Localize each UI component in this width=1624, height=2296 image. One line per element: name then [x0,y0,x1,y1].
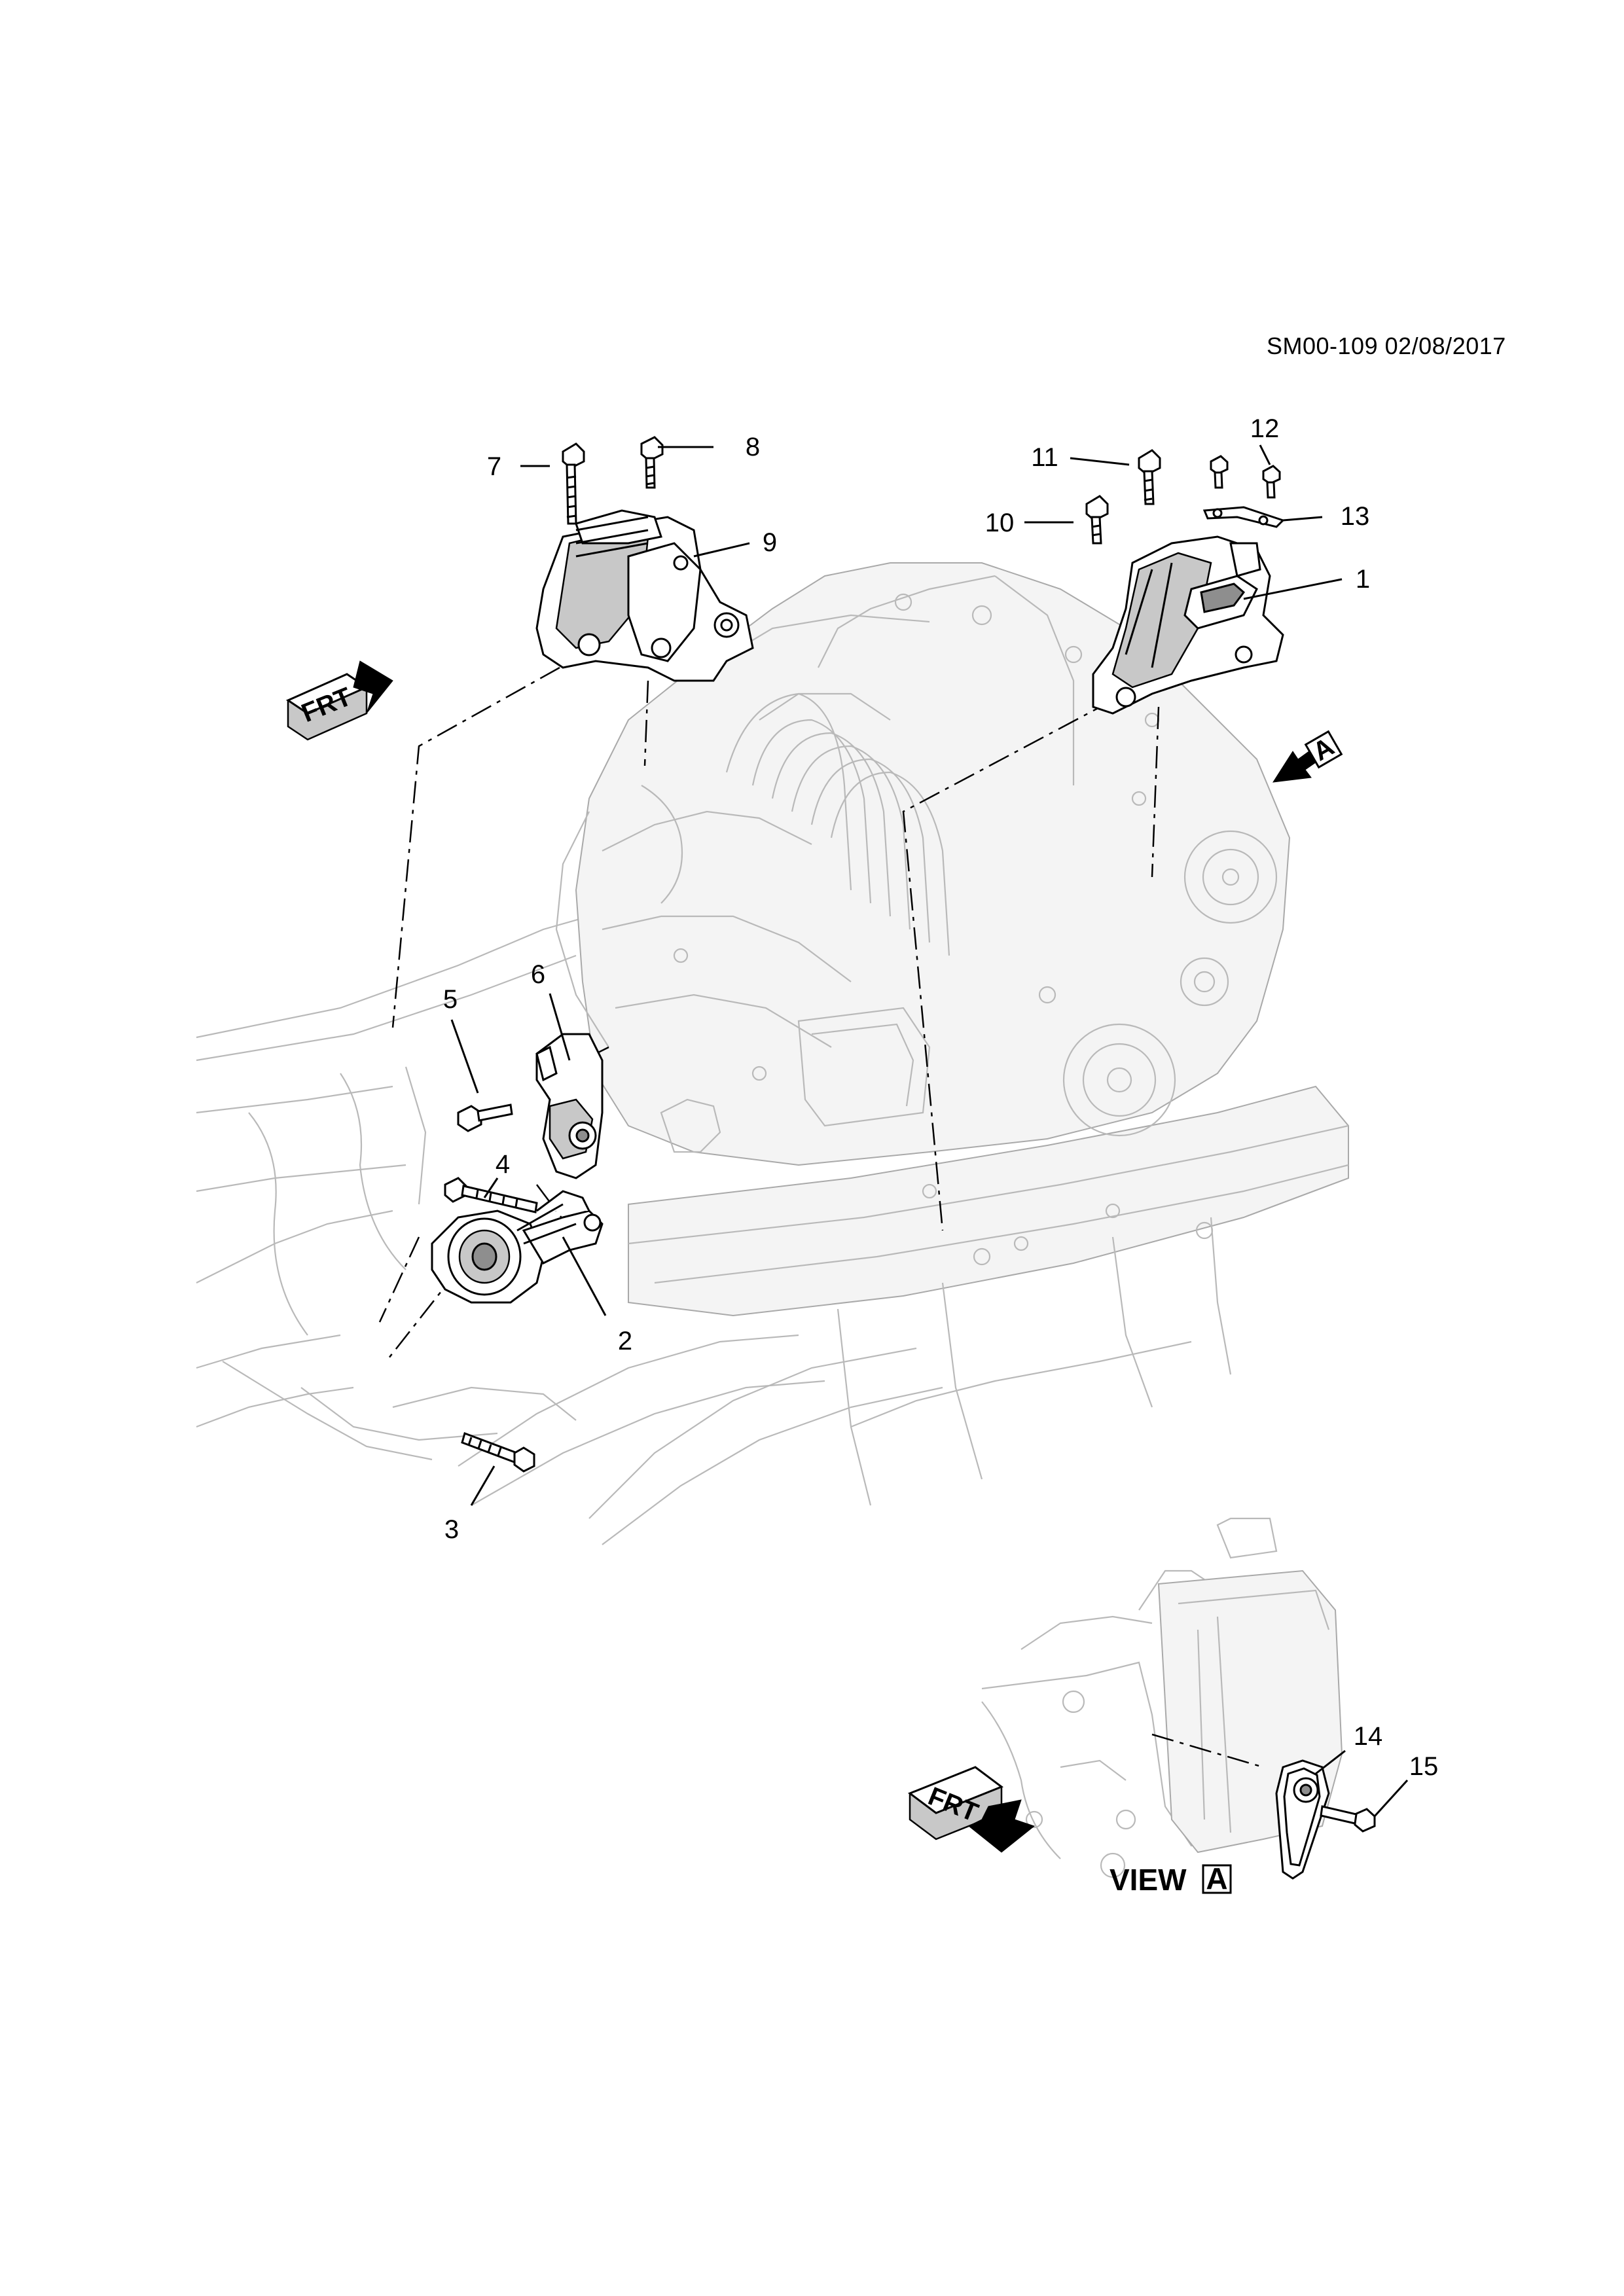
part-14-bracket [1275,1759,1330,1880]
front-indicator-view-a: FRT [907,1766,1036,1853]
view-a-label-letter: A [1206,1861,1227,1895]
callout-3: 3 [444,1515,459,1544]
bolt-12b [1262,465,1281,499]
bolt-7 [562,442,585,525]
leader-lines [450,444,1409,1818]
part-1-right-upper-mount [1092,535,1284,715]
view-a-label-text: VIEW [1110,1863,1187,1897]
callout-7: 7 [487,452,501,481]
callout-1: 1 [1356,565,1370,594]
part-9-left-upper-mount [535,509,754,682]
part-13-bracket [1202,506,1285,528]
view-a-label: VIEW A [1110,1861,1232,1897]
part-6-bracket [535,1033,604,1179]
callout-numbers: 1 2 3 4 5 6 7 8 9 10 11 12 13 14 15 [443,414,1438,1781]
callout-5: 5 [443,985,458,1014]
bolt-10 [1085,495,1109,545]
callout-15: 15 [1409,1752,1439,1781]
callout-14: 14 [1354,1722,1383,1751]
callout-4: 4 [496,1150,510,1179]
callout-13: 13 [1341,502,1370,531]
view-a-arrow: A [1272,730,1343,783]
callout-10: 10 [985,509,1015,537]
bolt-12a [1210,455,1229,489]
bolt-11 [1138,449,1161,505]
bolt-3 [461,1432,535,1473]
callout-6: 6 [531,960,545,989]
callout-9: 9 [763,528,777,557]
bolt-5 [457,1103,513,1132]
callout-8: 8 [746,433,760,461]
document-code: SM00-109 02/08/2017 [1267,332,1506,359]
bolt-8 [640,436,664,489]
callout-12: 12 [1250,414,1280,443]
bolt-4 [444,1177,538,1213]
bolt-15 [1320,1805,1376,1833]
callout-2: 2 [618,1327,632,1355]
front-indicator-main: FRT [285,660,393,741]
callout-11: 11 [1031,443,1058,472]
